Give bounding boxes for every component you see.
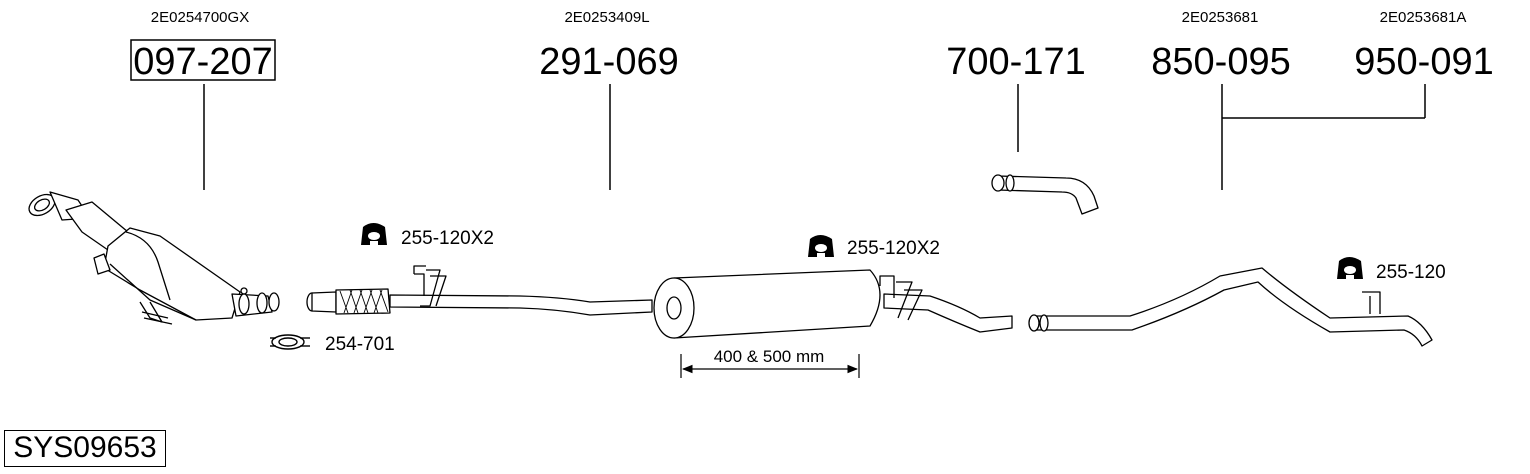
rubber-mount-icon — [808, 235, 834, 257]
dimension-label: 400 & 500 mm — [714, 347, 825, 366]
accessory-label-mount-1[interactable]: 255-120X2 — [401, 228, 494, 249]
accessory-label-mount-3[interactable]: 255-120 — [1376, 262, 1446, 283]
rubber-mount-icon — [1337, 257, 1363, 279]
part-number-950-091[interactable]: 950-091 — [1354, 41, 1493, 83]
rubber-mount-icon — [361, 223, 387, 245]
part-number-box — [130, 39, 276, 81]
system-code: SYS09653 — [4, 430, 166, 467]
accessory-label-mount-2[interactable]: 255-120X2 — [847, 238, 940, 259]
connecting-pipe-drawing[interactable] — [991, 174, 1099, 215]
rear-pipe-drawing[interactable] — [1028, 267, 1433, 347]
pipe-clamp-icon — [270, 334, 310, 350]
part-number-097-207[interactable]: 097-207 — [133, 41, 272, 83]
dimension-arrow — [680, 354, 860, 378]
catalytic-converter-drawing[interactable] — [25, 190, 280, 325]
oe-number-950-091: 2E0253681A — [1380, 9, 1467, 26]
leader-lines — [203, 84, 1426, 190]
oe-number-850-095: 2E0253681 — [1182, 9, 1259, 26]
part-number-850-095[interactable]: 850-095 — [1151, 41, 1290, 83]
oe-number-097-207: 2E0254700GX — [151, 9, 249, 26]
accessory-label-clamp[interactable]: 254-701 — [325, 334, 395, 355]
part-number-700-171[interactable]: 700-171 — [946, 41, 1085, 83]
middle-silencer-drawing[interactable] — [306, 265, 1013, 339]
part-number-291-069[interactable]: 291-069 — [539, 41, 678, 83]
oe-number-291-069: 2E0253409L — [564, 9, 649, 26]
